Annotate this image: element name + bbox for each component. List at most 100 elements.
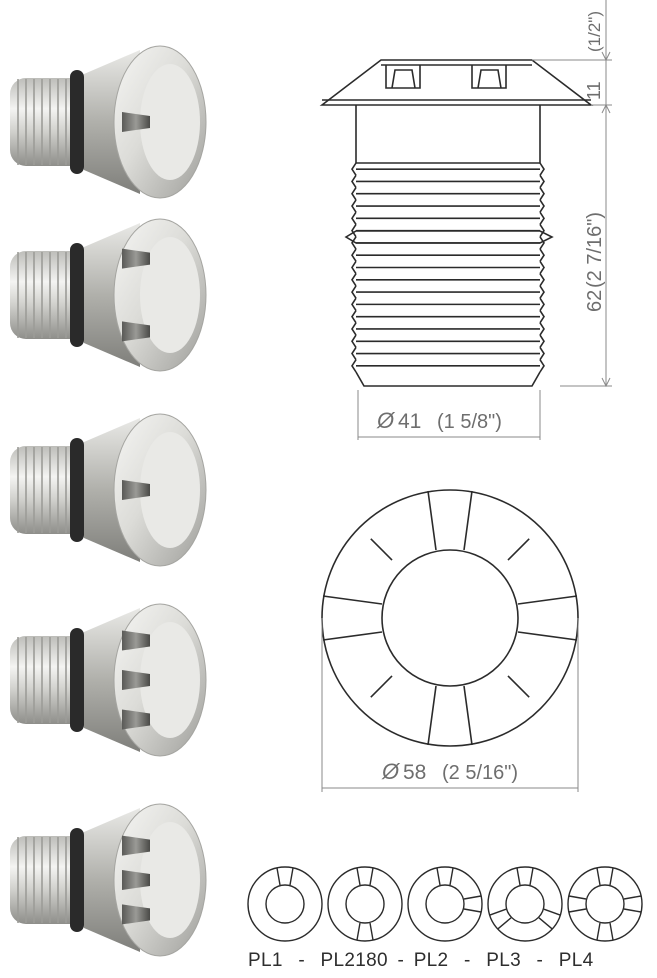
variant-code: PL2 bbox=[413, 950, 449, 971]
flange-window-right bbox=[471, 65, 507, 89]
flange-window-left-inner bbox=[391, 69, 416, 89]
thread-edge-left bbox=[351, 273, 357, 287]
variant-icons bbox=[247, 866, 643, 942]
cap-top-face bbox=[140, 822, 200, 938]
variant-separator: - bbox=[298, 950, 305, 971]
thread-edge-left bbox=[351, 211, 357, 225]
flange-facet-line bbox=[370, 538, 393, 561]
top-height-imperial: (1/2") bbox=[585, 11, 604, 52]
thread-edge-left bbox=[351, 248, 357, 262]
thread-edge-right bbox=[539, 260, 545, 275]
cap-top-face bbox=[140, 622, 200, 738]
thread-edge-right bbox=[539, 211, 545, 225]
body-diameter-symbol: Ø bbox=[376, 408, 396, 433]
light-exit-notch bbox=[122, 870, 150, 890]
thread-edge-left bbox=[351, 297, 357, 311]
thread-edge-right bbox=[539, 359, 545, 373]
flange-facet-line bbox=[370, 675, 393, 698]
height-dimension bbox=[532, 0, 612, 388]
variant-icon bbox=[247, 866, 323, 942]
product-photo bbox=[10, 218, 207, 372]
thread-edge-right bbox=[539, 236, 545, 250]
oring bbox=[70, 70, 84, 174]
product-photo bbox=[10, 803, 207, 957]
cap-top-face bbox=[140, 64, 200, 180]
cap-top-face bbox=[140, 432, 200, 548]
variant-inner-circle bbox=[345, 884, 385, 924]
product-photo bbox=[10, 45, 207, 199]
variant-code: PL3 bbox=[486, 950, 521, 971]
thread-edge-left bbox=[351, 260, 357, 275]
variant-outer-circle bbox=[407, 866, 483, 942]
light-exit-notch bbox=[122, 904, 150, 925]
beam-slot bbox=[322, 595, 383, 641]
light-exit-notch bbox=[122, 709, 150, 730]
variant-icon bbox=[407, 866, 483, 942]
variant-beam-slot bbox=[436, 867, 454, 886]
variant-inner-circle bbox=[425, 884, 465, 924]
variant-code: PL4 bbox=[558, 950, 594, 971]
product-photos bbox=[10, 45, 207, 957]
oring bbox=[70, 828, 84, 932]
thread-edge-left bbox=[351, 310, 357, 324]
variant-beam-slot bbox=[596, 867, 614, 886]
variant-beam-slot bbox=[623, 895, 642, 913]
thread-edge-left bbox=[351, 359, 357, 373]
thread-edge-left bbox=[351, 322, 357, 336]
variant-beam-slot bbox=[538, 908, 561, 930]
light-exit-notch bbox=[122, 248, 150, 269]
side-elevation-drawing bbox=[319, 59, 594, 387]
variant-caption: PL1 - PL2180 - PL2 - PL3 - PL4 bbox=[248, 950, 648, 976]
thread-edge-right bbox=[539, 334, 545, 348]
product-photo bbox=[10, 603, 207, 757]
light-exit-notch bbox=[122, 112, 150, 132]
variant-outer-circle bbox=[247, 866, 323, 942]
body-neck bbox=[355, 105, 541, 163]
flange-outer-circle bbox=[321, 489, 579, 747]
light-exit-notch bbox=[122, 480, 150, 500]
variant-separator: - bbox=[536, 950, 544, 971]
thread-edge-right bbox=[539, 224, 545, 238]
variant-code: PL1 bbox=[248, 950, 283, 971]
thread-edge-right bbox=[539, 273, 545, 287]
lens-inner-circle bbox=[381, 549, 519, 687]
thread-edge-left bbox=[351, 199, 357, 213]
variant-outer-circle bbox=[567, 866, 643, 942]
thread-edge-right bbox=[539, 248, 545, 262]
oring-groove bbox=[344, 230, 554, 244]
light-exit-notch bbox=[122, 630, 150, 651]
light-exit-notch bbox=[122, 321, 150, 342]
oring bbox=[70, 438, 84, 542]
thread-edge-right bbox=[539, 174, 545, 189]
variant-beam-slot bbox=[568, 895, 587, 913]
variant-beam-slot bbox=[356, 867, 374, 886]
body-height-metric: 62 bbox=[584, 290, 606, 312]
variant-beam-slot bbox=[276, 867, 294, 886]
flange-window-right-inner bbox=[477, 69, 502, 89]
thread-edge-right bbox=[539, 199, 545, 213]
variant-beam-slot bbox=[356, 922, 374, 941]
variant-code: PL2180 bbox=[320, 950, 388, 971]
thread-edge-right bbox=[539, 310, 545, 324]
thread-edge-right bbox=[539, 322, 545, 336]
top-view-drawing bbox=[321, 489, 579, 747]
cap-top-face bbox=[140, 237, 200, 353]
thread-edge-left bbox=[351, 285, 357, 299]
flange-window-left bbox=[385, 65, 421, 89]
thread-profile bbox=[344, 162, 554, 387]
thread-edge-right bbox=[539, 346, 545, 361]
thread-edge-left bbox=[351, 334, 357, 348]
body-diameter-imperial: (1 5/8") bbox=[437, 411, 502, 433]
flange-facet-line bbox=[507, 675, 530, 698]
flange-diameter-symbol: Ø bbox=[381, 759, 401, 784]
variant-icon bbox=[567, 866, 643, 942]
flange-profile bbox=[319, 59, 594, 106]
thread-edge-left bbox=[351, 162, 357, 176]
thread-edge-left bbox=[351, 187, 357, 201]
top-height-metric: 11 bbox=[584, 81, 604, 100]
body-diameter-dimension bbox=[357, 390, 541, 440]
variant-inner-circle bbox=[585, 884, 625, 924]
oring bbox=[70, 628, 84, 732]
body-bottom-chamfer bbox=[355, 371, 541, 387]
